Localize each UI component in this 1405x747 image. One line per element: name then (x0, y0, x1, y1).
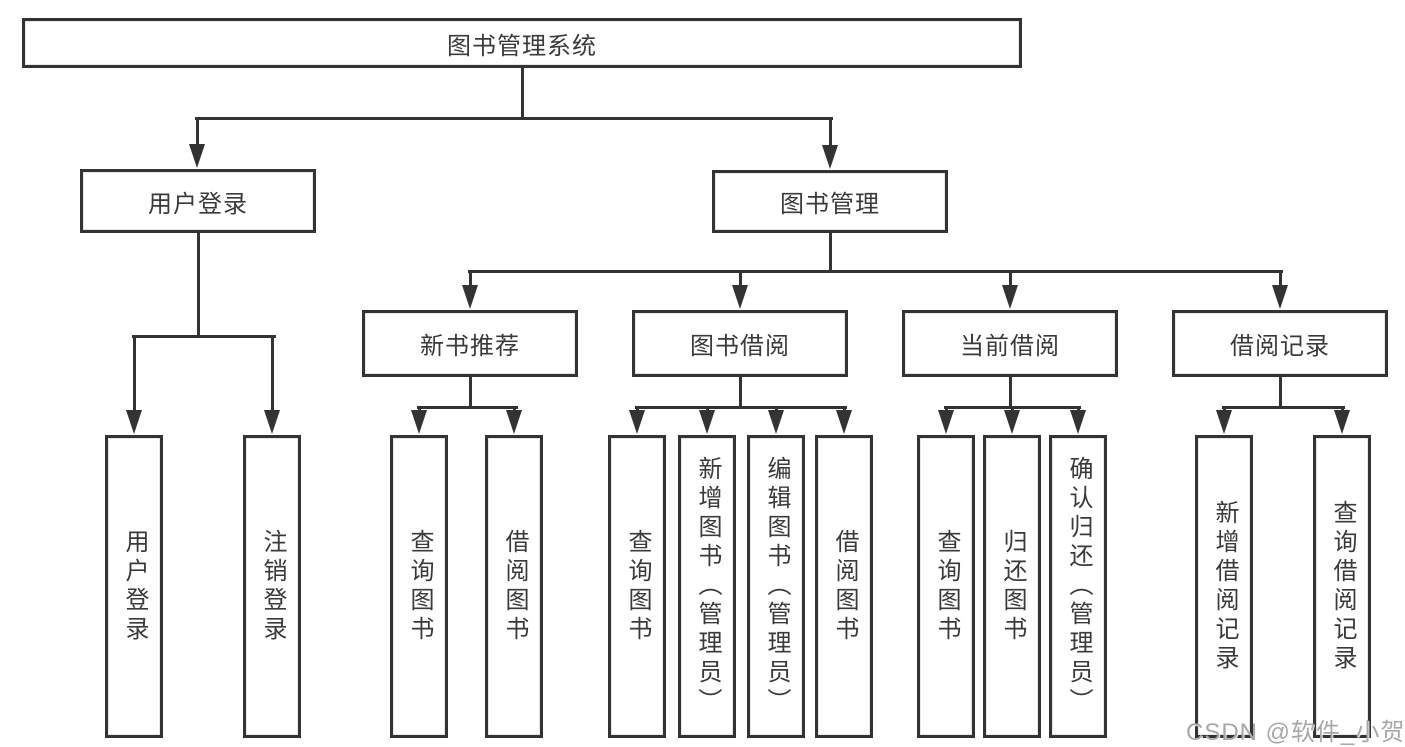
arrow-down-icon (1334, 410, 1350, 434)
connector-stem (828, 233, 832, 273)
connector-drop (1076, 407, 1080, 411)
connector-rail (416, 405, 518, 409)
connector-drop (774, 407, 778, 411)
arrow-down-icon (732, 285, 748, 309)
arrow-down-icon (1216, 410, 1232, 434)
arrow-down-icon (462, 285, 478, 309)
arrow-down-icon (411, 410, 427, 434)
node-user-login: 用户登录 (80, 169, 316, 233)
arrow-down-icon (126, 410, 142, 434)
connector-stem (468, 376, 472, 409)
connector-stem (1278, 376, 1282, 409)
arrow-down-icon (836, 410, 852, 434)
connector-drop (1222, 407, 1226, 411)
arrow-down-icon (506, 410, 522, 434)
connector-stem (196, 232, 200, 338)
connector-drop (1008, 271, 1012, 286)
connector-stem (1008, 376, 1012, 409)
connector-rail (467, 269, 1283, 273)
connector-drop (635, 407, 639, 411)
connector-drop (417, 407, 421, 411)
connector-drop (944, 407, 948, 411)
arrow-down-icon (768, 410, 784, 434)
node-current-borrowing: 当前借阅 (902, 310, 1118, 377)
leaf-add-books-admin: 新增图书（管理员） (678, 435, 736, 738)
leaf-logout: 注销登录 (243, 435, 301, 738)
connector-stem (738, 376, 742, 409)
connector-drop (132, 336, 136, 411)
connector-drop (1010, 407, 1014, 411)
connector-drop (468, 271, 472, 286)
arrow-down-icon (1002, 285, 1018, 309)
node-library-management-system: 图书管理系统 (22, 18, 1022, 68)
arrow-down-icon (189, 144, 205, 168)
node-book-management: 图书管理 (712, 170, 948, 233)
node-borrowing-records: 借阅记录 (1172, 310, 1388, 377)
connector-drop (270, 336, 274, 411)
connector-drop (828, 118, 832, 146)
connector-drop (738, 271, 742, 286)
arrow-down-icon (1272, 285, 1288, 309)
arrow-down-icon (1070, 410, 1086, 434)
leaf-query-books-borrowing: 查询图书 (608, 435, 666, 738)
leaf-borrow-books: 借阅图书 (815, 435, 873, 738)
arrow-down-icon (264, 410, 280, 434)
connector-drop (1340, 407, 1344, 411)
node-book-borrowing: 图书借阅 (632, 310, 848, 377)
connector-stem (520, 67, 524, 119)
leaf-edit-books-admin: 编辑图书（管理员） (747, 435, 805, 738)
leaf-return-books: 归还图书 (983, 435, 1041, 738)
leaf-confirm-return-admin: 确认归还（管理员） (1049, 435, 1107, 738)
connector-drop (1278, 271, 1282, 286)
connector-rail (194, 116, 833, 120)
arrow-down-icon (938, 410, 954, 434)
leaf-user-login: 用户登录 (105, 435, 163, 738)
leaf-query-borrow-record: 查询借阅记录 (1313, 435, 1371, 738)
arrow-down-icon (629, 410, 645, 434)
leaf-borrow-books-recommend: 借阅图书 (485, 435, 543, 738)
arrow-down-icon (1004, 410, 1020, 434)
node-new-book-recommendation: 新书推荐 (362, 310, 578, 377)
connector-drop (195, 118, 199, 145)
connector-drop (512, 407, 516, 411)
leaf-query-books-recommend: 查询图书 (390, 435, 448, 738)
arrow-down-icon (699, 410, 715, 434)
arrow-down-icon (822, 145, 838, 169)
leaf-add-borrow-record: 新增借阅记录 (1195, 435, 1253, 738)
connector-rail (1221, 405, 1345, 409)
leaf-query-books-current: 查询图书 (917, 435, 975, 738)
connector-drop (842, 407, 846, 411)
connector-drop (705, 407, 709, 411)
watermark: CSDN @软件_小贺同学 (1186, 719, 1405, 746)
connector-rail (131, 334, 276, 338)
connector-rail (634, 405, 847, 409)
